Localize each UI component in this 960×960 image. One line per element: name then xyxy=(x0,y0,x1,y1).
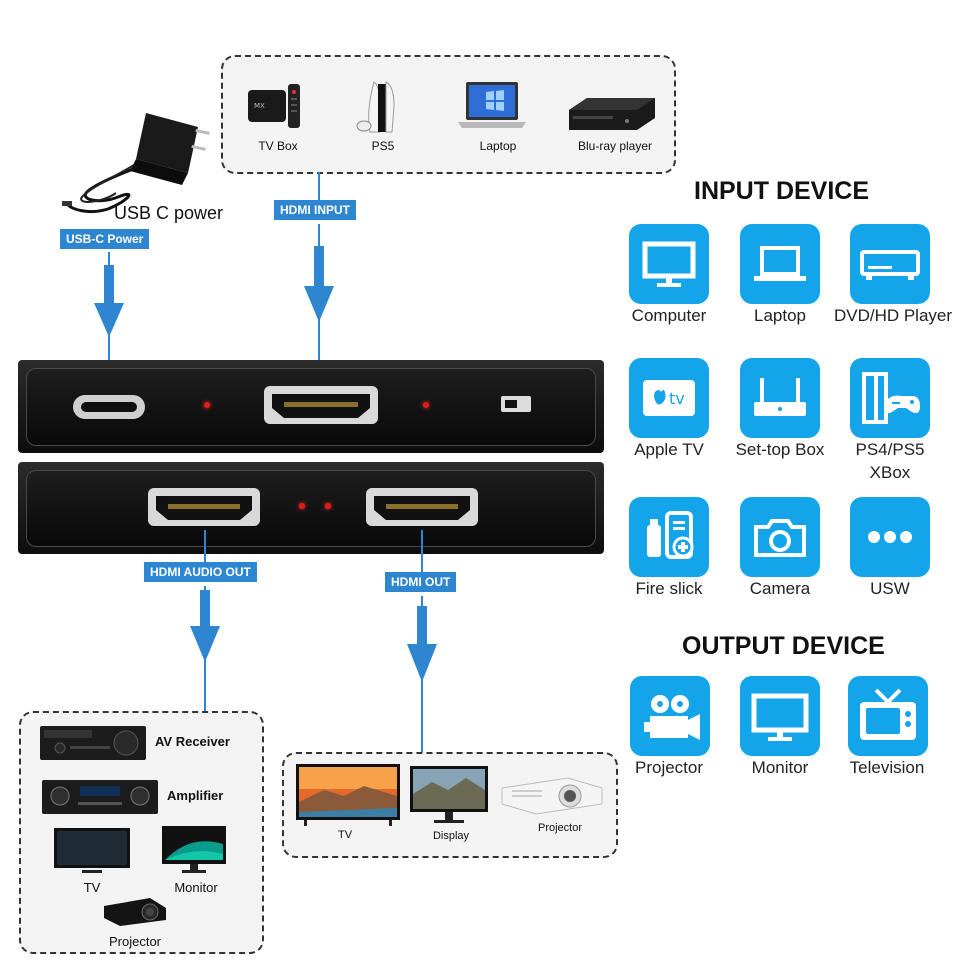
ps5-image xyxy=(356,80,406,134)
usb-c-power-caption: USB C power xyxy=(114,203,224,223)
amplifier-image xyxy=(40,776,160,820)
dvd-player-label: DVD/HD Player xyxy=(833,306,953,325)
av-receiver-label: AV Receiver xyxy=(155,734,230,749)
set-top-box-icon xyxy=(740,358,820,438)
game-console-label: PS4/PS5 xyxy=(855,440,925,459)
fire-stick-label: Fire slick xyxy=(635,579,703,598)
output-device-title: OUTPUT DEVICE xyxy=(682,632,885,660)
hdmi-out-tag: HDMI OUT xyxy=(385,572,457,592)
projector-label: Projector xyxy=(108,934,162,949)
tv-display-image xyxy=(294,762,402,828)
dvd-player-icon xyxy=(850,224,930,304)
camera-icon xyxy=(740,497,820,577)
tv-image xyxy=(52,826,132,876)
tv-box-label: TV Box xyxy=(258,139,298,153)
projector-tile-label: Projector xyxy=(634,758,704,777)
game-console-icon xyxy=(850,358,930,438)
fire-stick-icon xyxy=(629,497,709,577)
amplifier-label: Amplifier xyxy=(167,788,224,803)
monitor-icon xyxy=(740,676,820,756)
hdmi-input-arrow-icon xyxy=(304,246,334,322)
tv-label: TV xyxy=(83,880,101,895)
monitor-image xyxy=(160,824,228,876)
laptop-image xyxy=(456,80,528,132)
camera-label: Camera xyxy=(749,579,811,598)
laptop-icon xyxy=(740,224,820,304)
hdmi-audio-out-port xyxy=(148,488,260,526)
laptop-label: Laptop xyxy=(479,139,517,153)
projector-image xyxy=(100,892,168,930)
apple-tv-label: Apple TV xyxy=(634,440,704,459)
audio-out-led xyxy=(299,503,305,509)
ps5-label: PS5 xyxy=(371,139,395,153)
hdmi-input-connector-line-top xyxy=(318,172,320,200)
hdmi-audio-out-arrow-icon xyxy=(190,590,220,662)
hdmi-out-tv-label: TV xyxy=(337,829,353,841)
blu-ray-label: Blu-ray player xyxy=(577,139,653,153)
hdmi-out-port xyxy=(366,488,478,526)
blu-ray-image xyxy=(567,96,657,132)
computer-icon xyxy=(629,224,709,304)
hdmi-audio-out-tag: HDMI AUDIO OUT xyxy=(144,562,257,582)
television-label: Television xyxy=(849,758,925,777)
usw-label: USW xyxy=(870,579,910,598)
apple-tv-glyph: tv xyxy=(669,389,685,408)
monitor-label: Monitor xyxy=(174,880,218,895)
hdmi-out-projector-label: Projector xyxy=(537,822,583,834)
power-led xyxy=(204,402,210,408)
svg-text:MX: MX xyxy=(254,102,265,110)
display-image xyxy=(408,764,490,828)
usb-c-arrow-icon xyxy=(94,265,124,337)
xbox-label: XBox xyxy=(869,463,911,482)
input-status-led xyxy=(423,402,429,408)
switch-toggle-icon xyxy=(501,396,531,412)
hdmi-out-projector-image xyxy=(498,774,606,818)
laptop-tile-label: Laptop xyxy=(754,306,806,325)
hdmi-audio-out-line-top xyxy=(204,530,206,562)
hdmi-out-line-top xyxy=(421,530,423,572)
tv-box-image: MX xyxy=(246,84,304,130)
television-icon xyxy=(848,676,928,756)
hdmi-input-port xyxy=(264,386,378,424)
usb-c-charger-image xyxy=(58,105,218,225)
splitter-output-face xyxy=(18,462,604,554)
computer-label: Computer xyxy=(631,306,707,325)
set-top-box-label: Set-top Box xyxy=(735,440,825,459)
projector-icon xyxy=(630,676,710,756)
usb-c-power-tag: USB-C Power xyxy=(60,229,150,249)
hdmi-input-tag: HDMI INPUT xyxy=(274,200,356,220)
usb-c-port xyxy=(73,395,145,419)
monitor-tile-label: Monitor xyxy=(751,758,809,777)
display-label: Display xyxy=(432,830,470,842)
av-receiver-image xyxy=(38,722,148,766)
input-device-title: INPUT DEVICE xyxy=(694,177,870,205)
hdmi-out-led xyxy=(325,503,331,509)
apple-tv-icon: tv xyxy=(629,358,709,438)
hdmi-out-arrow-icon xyxy=(407,606,437,682)
more-icon xyxy=(850,497,930,577)
